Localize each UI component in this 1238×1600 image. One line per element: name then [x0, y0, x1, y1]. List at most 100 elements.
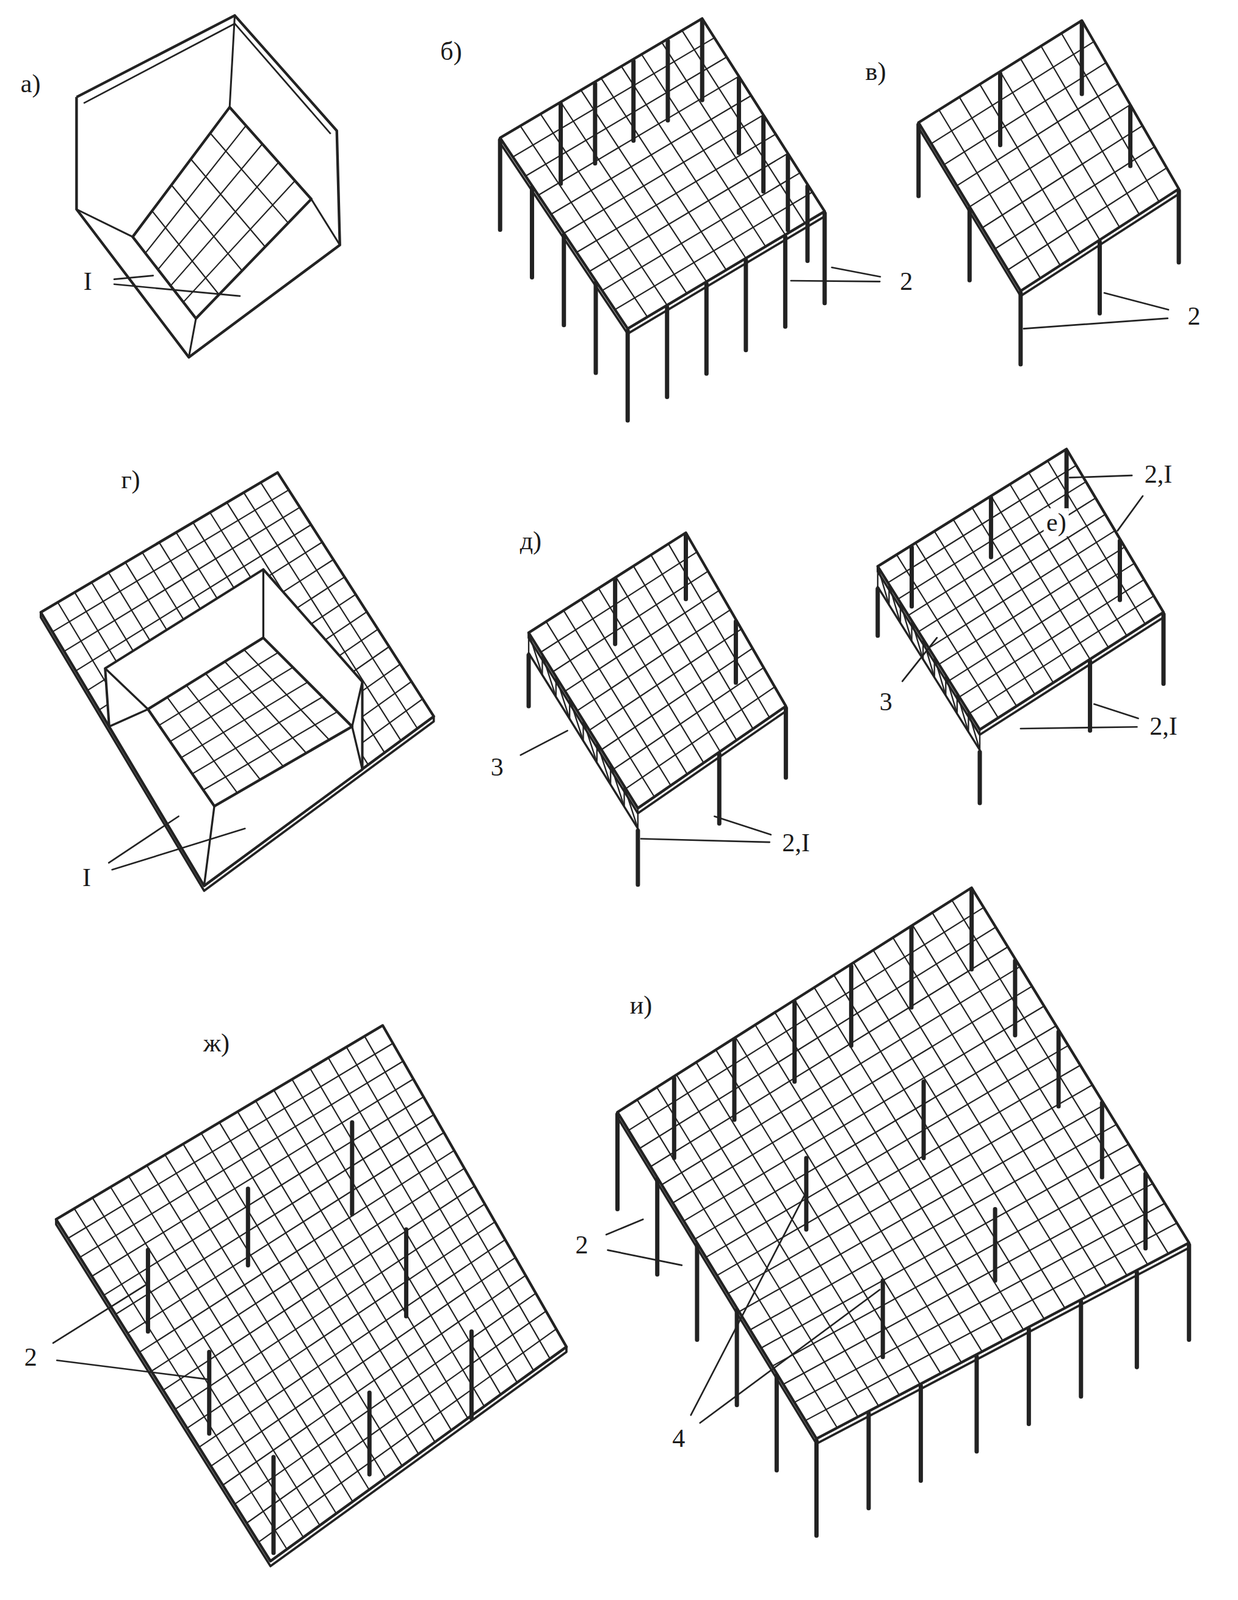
grid-line	[959, 579, 1145, 698]
grid-line	[650, 554, 753, 729]
callout-number: 2,I	[1147, 712, 1181, 741]
slab	[147, 637, 352, 807]
column	[785, 155, 790, 231]
wall-edge	[352, 727, 363, 770]
column	[916, 124, 921, 196]
leader-line	[606, 1219, 643, 1235]
box-rim	[83, 23, 331, 135]
figure-letter: в)	[863, 57, 889, 86]
figure-letter: а)	[18, 69, 44, 98]
column	[866, 1413, 871, 1509]
column	[665, 40, 670, 121]
slab	[617, 888, 1189, 1440]
column	[1134, 1272, 1140, 1368]
column	[672, 1078, 677, 1159]
leader-line	[791, 280, 880, 282]
leader-line	[700, 1290, 880, 1424]
leader-line	[902, 637, 938, 682]
grid-line	[79, 1061, 403, 1258]
grid-line	[982, 125, 1143, 228]
figure-letter: е)	[1043, 508, 1069, 537]
leader-line	[640, 839, 770, 844]
column	[974, 1357, 979, 1452]
grid-line	[139, 1150, 454, 1353]
column	[792, 1002, 797, 1082]
figure-letter: ж)	[200, 1029, 232, 1058]
column	[592, 83, 598, 163]
grid-line	[525, 57, 727, 177]
column	[145, 1250, 151, 1333]
leader-line	[1020, 727, 1138, 729]
grid-line	[576, 134, 776, 253]
column	[1064, 451, 1069, 511]
column	[1026, 1329, 1032, 1425]
grid-line	[546, 622, 655, 798]
column	[988, 498, 994, 558]
grid-line	[170, 667, 294, 742]
leader-line	[520, 730, 568, 756]
column	[761, 117, 766, 192]
leader-line	[691, 1196, 805, 1416]
callout-number: 3	[488, 753, 507, 782]
grid-line	[683, 1006, 1044, 1222]
column	[1186, 1245, 1191, 1340]
column	[700, 20, 705, 101]
box-wall	[76, 15, 340, 358]
grid-line	[577, 609, 731, 711]
leader-line	[1117, 496, 1143, 532]
truss-diagonal	[556, 676, 570, 720]
callout-number: I	[79, 863, 94, 892]
grid-line	[235, 1293, 536, 1505]
wall-edge	[262, 569, 265, 638]
truss-diagonal	[900, 603, 913, 642]
column	[875, 589, 880, 637]
column	[977, 752, 983, 804]
truss-diagonal	[934, 657, 947, 696]
column	[1128, 106, 1133, 167]
truss-diagonal	[624, 786, 638, 829]
grid-line	[931, 41, 1094, 144]
grid-line	[203, 711, 338, 790]
grid-line	[191, 159, 266, 248]
grid-line	[794, 1203, 1165, 1403]
column	[1012, 960, 1018, 1036]
truss-diagonal	[888, 584, 901, 624]
leader-line	[608, 1250, 682, 1267]
leader-line	[1093, 704, 1138, 719]
courtyard	[104, 569, 362, 886]
column	[1079, 22, 1085, 95]
wall-edge	[229, 15, 235, 107]
grid-line	[127, 1133, 444, 1334]
grid-line	[199, 1240, 506, 1448]
callout-number: 2,I	[1142, 460, 1176, 489]
slab	[40, 472, 435, 886]
leader-line	[1104, 293, 1169, 310]
truss-diagonal	[957, 693, 969, 732]
column	[805, 186, 810, 261]
truss-chord	[528, 653, 638, 829]
grid-line	[949, 563, 1135, 681]
grid-line	[717, 1065, 1081, 1276]
column	[998, 73, 1003, 146]
column	[1056, 1032, 1061, 1107]
slab	[877, 449, 1164, 731]
grid-line	[91, 1079, 414, 1277]
column	[349, 1122, 355, 1215]
grid-line	[211, 1258, 516, 1467]
column	[367, 1393, 372, 1475]
grid-line	[538, 76, 740, 196]
grid-line	[805, 1223, 1177, 1422]
column	[246, 1189, 251, 1266]
callout-number: 2	[1185, 302, 1204, 331]
grid-line	[512, 37, 715, 157]
column	[909, 547, 914, 607]
grid-line	[772, 1164, 1141, 1367]
column	[683, 534, 688, 599]
column	[664, 307, 670, 397]
grid-line	[145, 125, 247, 254]
callout-number: 2,I	[779, 828, 813, 858]
grid-line	[783, 1184, 1153, 1386]
grid-line	[115, 1115, 434, 1315]
grid-line	[615, 577, 721, 753]
